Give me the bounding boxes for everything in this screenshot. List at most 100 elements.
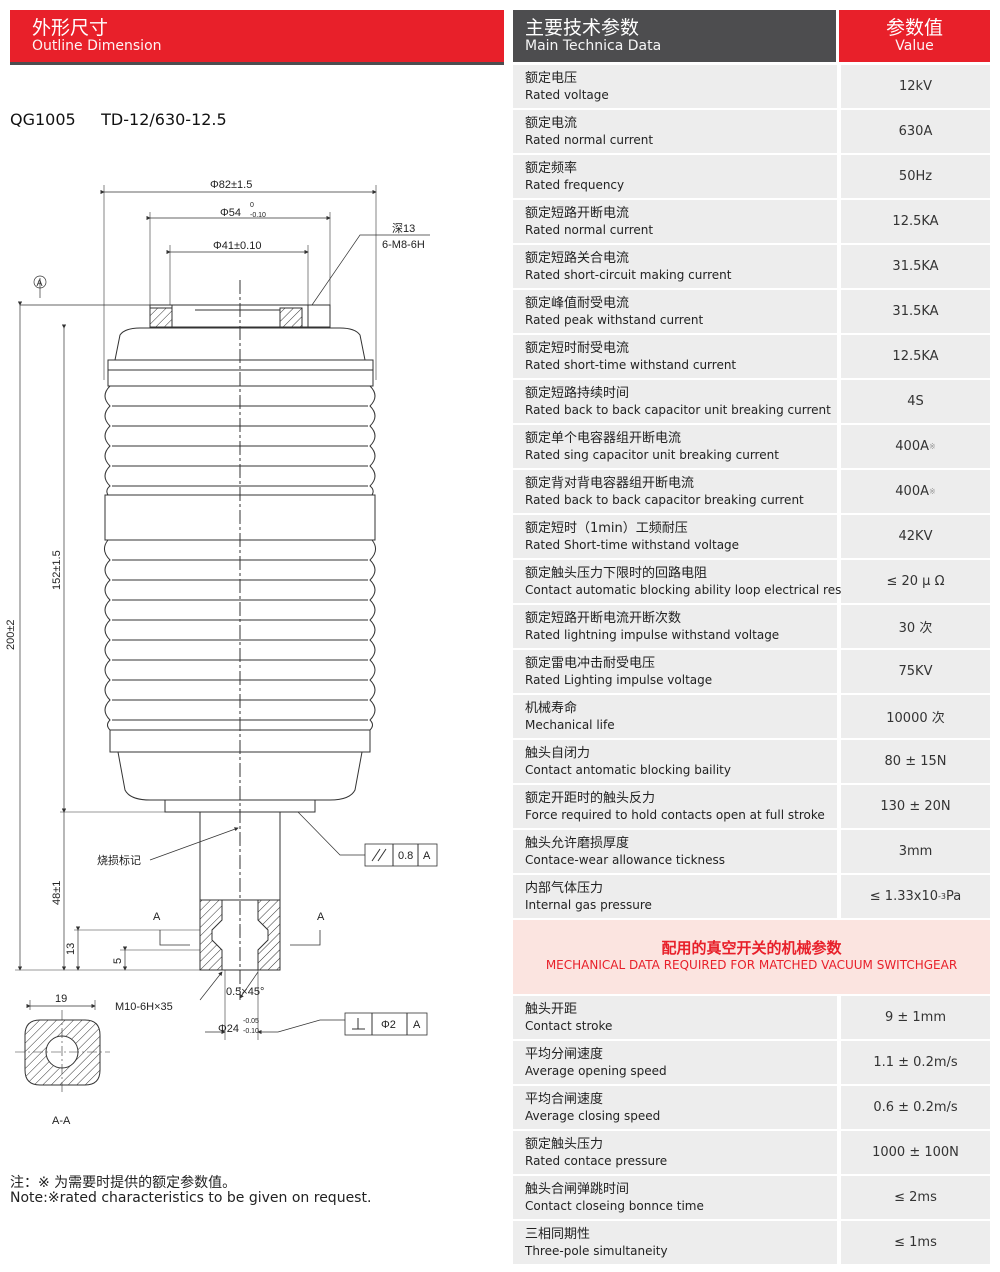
main-header-en: Main Technica Data bbox=[525, 38, 662, 54]
param-name-cn: 额定电压 bbox=[525, 71, 578, 86]
label-section-aa: A-A bbox=[52, 1115, 71, 1127]
param-value-text: ≤ 2ms bbox=[894, 1190, 937, 1205]
param-name-cn: 平均合闸速度 bbox=[525, 1092, 604, 1107]
param-value-cell: 30 次 bbox=[841, 605, 990, 648]
value-header-en: Value bbox=[895, 38, 934, 54]
param-value-cell: 400A※ bbox=[841, 425, 990, 468]
param-name-cn: 额定开距时的触头反力 bbox=[525, 791, 656, 806]
param-value-text: ≤ 20 μ Ω bbox=[886, 574, 945, 589]
label-d24: Φ24 bbox=[218, 1023, 239, 1035]
label-depth: 深13 bbox=[392, 222, 415, 235]
param-name-cn: 机械寿命 bbox=[525, 701, 578, 716]
flange-hatch-right bbox=[279, 307, 303, 328]
param-value-exp: -3 bbox=[938, 892, 946, 901]
table-row: 额定电压 Rated voltage 12kV bbox=[513, 65, 990, 108]
param-name-en: Average closing speed bbox=[525, 1109, 661, 1123]
bellows-lower bbox=[104, 539, 376, 731]
label-d82: Φ82±1.5 bbox=[210, 179, 252, 191]
param-value-cell: 1000 ± 100N bbox=[841, 1131, 990, 1174]
label-h152: 152±1.5 bbox=[51, 550, 63, 590]
param-value-text: ≤ 1ms bbox=[894, 1235, 937, 1250]
param-value-text: 12kV bbox=[899, 79, 932, 94]
section-mark-right bbox=[290, 930, 321, 946]
param-value-cell: ≤ 20 μ Ω bbox=[841, 560, 990, 603]
section-mark-left bbox=[159, 930, 190, 946]
param-name-cn: 额定峰值耐受电流 bbox=[525, 296, 630, 311]
table-row: 额定频率 Rated frequency 50Hz bbox=[513, 155, 990, 198]
label-w19: 19 bbox=[55, 993, 67, 1005]
param-value-cell: 50Hz bbox=[841, 155, 990, 198]
label-h5: 5 bbox=[112, 958, 124, 964]
param-value-cell: 12kV bbox=[841, 65, 990, 108]
label-thread-bottom: M10-6H×35 bbox=[115, 1001, 173, 1013]
param-name-en: Contact antomatic blocking baility bbox=[525, 763, 731, 777]
param-name-cn: 额定短路持续时间 bbox=[525, 386, 630, 401]
param-name-en: Average opening speed bbox=[525, 1064, 667, 1078]
label-d41: Φ41±0.10 bbox=[213, 240, 261, 252]
label-h13: 13 bbox=[65, 943, 77, 955]
param-name-cn: 额定单个电容器组开断电流 bbox=[525, 431, 682, 446]
param-name-en: Rated peak withstand current bbox=[525, 313, 704, 327]
top-ring bbox=[107, 359, 374, 387]
outline-drawing: Φ82±1.5 Φ54 0 -0.10 Φ41±0.10 深13 6-M8-6H… bbox=[5, 179, 438, 1127]
param-value-cell: 12.5KA bbox=[841, 200, 990, 243]
note-cn: 注：※ 为需要时提供的额定参数值。 bbox=[10, 1175, 237, 1191]
param-name-cell: 触头合闸弹跳时间 Contact closeing bonnce time bbox=[513, 1176, 837, 1219]
param-name-cn: 触头合闸弹跳时间 bbox=[525, 1182, 630, 1197]
param-name-cell: 平均合闸速度 Average closing speed bbox=[513, 1086, 837, 1129]
param-name-en: Rated normal current bbox=[525, 223, 654, 237]
param-value-cell: 130 ± 20N bbox=[841, 785, 990, 828]
param-value-text: 12.5KA bbox=[892, 214, 939, 229]
param-value-text: 80 ± 15N bbox=[884, 754, 947, 769]
param-value-text: 30 次 bbox=[898, 621, 933, 636]
bellows-upper bbox=[104, 385, 376, 496]
chamfer-leader bbox=[239, 971, 259, 999]
table-row: 触头合闸弹跳时间 Contact closeing bonnce time ≤ 2m… bbox=[513, 1176, 990, 1219]
param-value-text: 42KV bbox=[898, 529, 933, 544]
bottom-cap bbox=[117, 751, 363, 801]
param-name-en: Rated frequency bbox=[525, 178, 625, 192]
drawing-labels: Φ82±1.5 Φ54 0 -0.10 Φ41±0.10 深13 6-M8-6H… bbox=[5, 179, 431, 1127]
param-name-cn: 额定频率 bbox=[525, 161, 578, 176]
param-name-cn: 额定雷电冲击耐受电压 bbox=[525, 656, 656, 671]
param-name-cell: 额定单个电容器组开断电流 Rated sing capacitor unit br… bbox=[513, 425, 837, 468]
outline-header-cn: 外形尺寸 bbox=[32, 17, 109, 39]
param-name-en: Rated voltage bbox=[525, 88, 609, 102]
param-name-cell: 额定频率 Rated frequency bbox=[513, 155, 837, 198]
param-name-cell: 额定峰值耐受电流 Rated peak withstand current bbox=[513, 290, 837, 333]
param-value-text: 400A bbox=[895, 484, 929, 499]
param-name-en: Rated sing capacitor unit breaking curre… bbox=[525, 448, 779, 462]
param-name-en: Contact closeing bonnce time bbox=[525, 1199, 704, 1213]
param-value-text: 0.6 ± 0.2m/s bbox=[873, 1100, 958, 1115]
parallel-leader bbox=[297, 811, 365, 856]
wear-mark-leader bbox=[149, 827, 239, 861]
param-value-cell: 0.6 ± 0.2m/s bbox=[841, 1086, 990, 1129]
table-row: 平均合闸速度 Average closing speed 0.6 ± 0.2m/s bbox=[513, 1086, 990, 1129]
label-wear-mark: 烧损标记 bbox=[97, 853, 141, 867]
param-name-en: Contact stroke bbox=[525, 1019, 613, 1033]
param-value-cell: 9 ± 1mm bbox=[841, 996, 990, 1039]
param-value-text: 1.1 ± 0.2m/s bbox=[873, 1055, 958, 1070]
param-value-cell: 42KV bbox=[841, 515, 990, 558]
thread-bottom-leader bbox=[199, 971, 223, 1001]
